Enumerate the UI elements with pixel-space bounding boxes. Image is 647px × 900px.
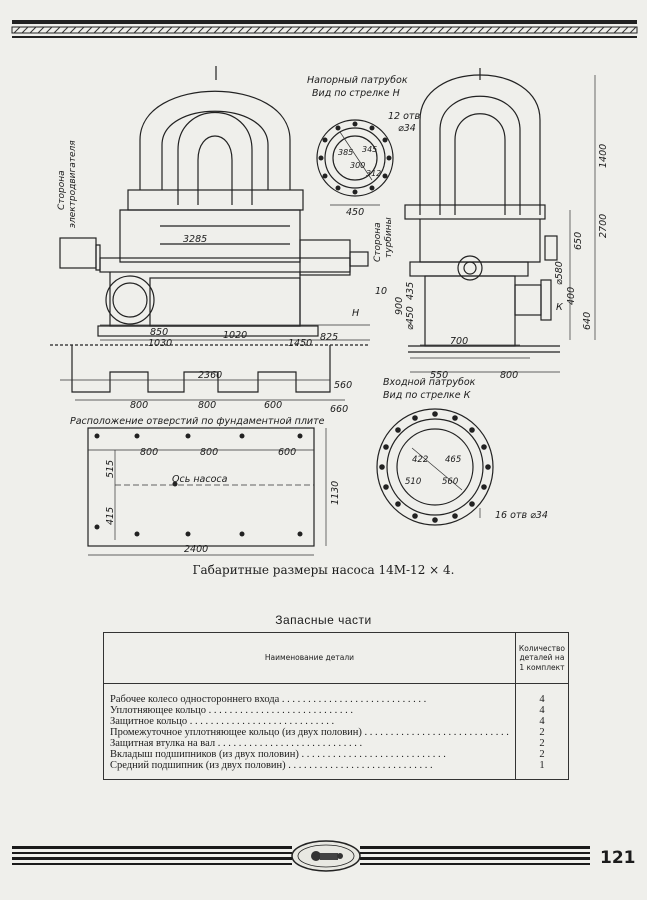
dim-300: 300 <box>350 161 365 170</box>
part-name: Уплотняющее кольцо <box>110 705 206 716</box>
dim-1400: 1400 <box>598 144 609 168</box>
turbine-side-1: Сторона <box>373 222 383 262</box>
table-row: Рабочее колесо одностороннего входа 4 <box>103 683 570 705</box>
dim-2700: 2700 <box>598 214 609 238</box>
part-name: Рабочее колесо одностороннего входа <box>110 694 280 705</box>
suction-title-2: Вид по стрелке К <box>383 390 472 401</box>
dim-1030: 1030 <box>148 338 172 349</box>
top-decorative-band <box>11 20 638 38</box>
part-name: Защитное кольцо <box>110 716 188 727</box>
part-name: Средний подшипник (из двух половин) <box>110 760 286 771</box>
dim-900: 900 <box>394 297 405 315</box>
dim-700: 700 <box>450 336 468 347</box>
dim-640: 640 <box>582 312 593 330</box>
plate-dim-600: 600 <box>278 447 296 458</box>
motor-side-2: электродвигателя <box>68 140 78 228</box>
part-qty: 1 <box>514 760 570 780</box>
part-name: Защитная втулка на вал <box>110 738 216 749</box>
outer-u-pipe <box>139 90 291 190</box>
discharge-title-2: Вид по стрелке Н <box>312 88 400 99</box>
part-qty: 4 <box>514 683 570 705</box>
part-qty: 4 <box>514 716 570 727</box>
dim-400: 400 <box>566 287 577 305</box>
dim-800-a: 800 <box>130 400 148 411</box>
part-qty: 2 <box>514 738 570 749</box>
turbine-side-2: турбины <box>384 217 394 258</box>
discharge-hole-dia: ⌀34 <box>398 123 416 134</box>
inner-u-pipe <box>177 111 253 205</box>
plate-dim-515: 515 <box>105 460 116 478</box>
part-name: Вкладыш подшипников (из двух половин) <box>110 749 299 760</box>
dim-345: 345 <box>362 145 377 154</box>
dim-600: 600 <box>264 400 282 411</box>
motor-side-1: Сторона <box>57 170 67 210</box>
header-quantity: Количество деталей на 1 комплект <box>514 632 570 684</box>
dim-580: ⌀580 <box>554 261 565 285</box>
figure-caption: Габаритные размеры насоса 14М-12 × 4. <box>192 563 455 577</box>
dim-450: 450 <box>346 207 364 218</box>
table-row: Защитное кольцо 4 <box>103 716 570 727</box>
dim-435: 435 <box>405 282 416 300</box>
table-row: Вкладыш подшипников (из двух половин) 2 <box>103 749 570 760</box>
plate-dim-415: 415 <box>105 507 116 525</box>
outer-u-pipe-inner <box>161 110 269 190</box>
plate-dim-2400: 2400 <box>184 544 208 555</box>
plate-dim-1130: 1130 <box>330 481 341 505</box>
bottom-decorative-band <box>12 840 590 872</box>
dim-1450: 1450 <box>288 338 312 349</box>
dim-3285: 3285 <box>183 234 207 245</box>
table-row: Защитная втулка на вал 2 <box>103 738 570 749</box>
dim-312: 312 <box>366 169 381 178</box>
arrow-k-label: К <box>556 302 564 313</box>
suction-dim-465: 465 <box>445 455 461 465</box>
dim-800-c: 800 <box>500 370 518 381</box>
part-qty: 2 <box>514 727 570 738</box>
dim-850: 850 <box>150 327 168 338</box>
suction-holes: 16 отв ⌀34 <box>495 510 548 521</box>
suction-title-1: Входной патрубок <box>383 377 476 388</box>
suction-dim-422: 422 <box>412 455 428 465</box>
dim-2360: 2360 <box>198 370 222 381</box>
dim-560: 560 <box>334 380 352 391</box>
table-row: Средний подшипник (из двух половин) 1 <box>103 760 570 780</box>
pump-dimension-drawing: Напорный патрубок Вид по стрелке Н 12 от… <box>50 66 609 556</box>
arrow-h-label: Н <box>352 308 359 319</box>
holes-caption: Расположение отверстий по фундаментной п… <box>70 416 325 427</box>
dim-1020: 1020 <box>223 330 247 341</box>
pump-axis-label: Ось насоса <box>172 474 228 485</box>
plate-dim-800-b: 800 <box>200 447 218 458</box>
dim-10: 10 <box>375 286 387 297</box>
dim-550: 550 <box>430 370 448 381</box>
discharge-holes: 12 отв <box>388 111 420 122</box>
dim-650: 650 <box>573 232 584 250</box>
part-name: Промежуточное уплотняющее кольцо (из дву… <box>110 727 362 738</box>
dim-800-b: 800 <box>198 400 216 411</box>
table-row: Уплотняющее кольцо 4 <box>103 705 570 716</box>
suction-dim-510: 510 <box>405 477 421 487</box>
dim-385: 385 <box>338 148 353 157</box>
page-number: 121 <box>600 848 636 868</box>
plate-dim-800-a: 800 <box>140 447 158 458</box>
spare-parts-title: Запасные части <box>275 613 372 627</box>
part-qty: 4 <box>514 705 570 716</box>
part-qty: 2 <box>514 749 570 760</box>
header-part-name: Наименование детали <box>103 632 516 684</box>
suction-dim-560: 560 <box>442 477 458 487</box>
pump-emblem-icon <box>291 840 361 872</box>
dim-825: 825 <box>320 332 338 343</box>
dim-660: 660 <box>330 404 348 415</box>
spare-parts-table: Наименование детали Количество деталей н… <box>103 632 570 780</box>
table-row: Промежуточное уплотняющее кольцо (из дву… <box>103 727 570 738</box>
dim-450-dia: ⌀450 <box>405 306 416 330</box>
discharge-title-1: Напорный патрубок <box>307 75 408 86</box>
